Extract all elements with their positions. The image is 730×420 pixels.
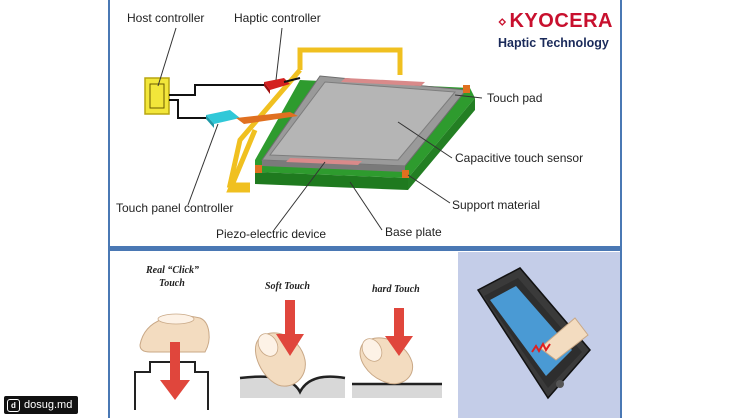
piezo-strip-top [341,78,425,86]
logo-subtitle: Haptic Technology [498,36,609,50]
touch-pad [269,81,457,161]
wire-host [169,84,264,96]
watermark-badge: d dosug.md [4,396,79,414]
flex-cable-orange [236,112,298,124]
host-controller-box [144,77,170,115]
label-touch-pad: Touch pad [487,91,542,105]
support-corner-back [463,85,470,93]
watermark-text: dosug.md [24,399,73,411]
label-real-click-line1: Real “Click” [145,265,199,276]
support-corner-left [255,165,262,173]
flex-connector [226,47,403,188]
kyocera-emblem-icon [498,17,507,26]
support-corner-right [402,170,409,178]
haptic-controller-box [264,78,290,90]
hard-touch-illustration [352,308,442,398]
logo-brand: KYOCERA [509,10,613,32]
smartphone-illustration [476,267,591,400]
label-base-plate: Base plate [385,225,442,239]
label-touch-panel-controller: Touch panel controller [116,201,233,215]
watermark-icon: d [7,398,20,412]
label-haptic-controller: Haptic controller [234,11,321,25]
leader-lines [157,27,483,231]
touch-panel-controller-box [206,110,240,124]
base-plate-front [255,172,408,190]
piezo-strip-bottom [286,158,362,165]
kyocera-logo: KYOCERA Haptic Technology [498,10,613,50]
label-piezo-device: Piezo-electric device [216,227,326,241]
section-divider [108,246,622,251]
label-soft-touch: Soft Touch [265,281,310,292]
label-support-material: Support material [452,198,540,212]
label-hard-touch: hard Touch [372,284,420,295]
label-host-controller: Host controller [127,11,204,25]
label-capacitive-sensor: Capacitive touch sensor [455,151,583,165]
touch-pad-border [262,160,405,172]
flex-connector-lower [226,129,258,193]
base-plate-side [408,98,475,190]
label-real-click-line2: Touch [159,278,185,289]
wire-haptic-piezo [283,77,301,83]
real-click-illustration [134,313,210,410]
soft-touch-illustration [239,300,346,398]
wire-panel [169,99,206,119]
